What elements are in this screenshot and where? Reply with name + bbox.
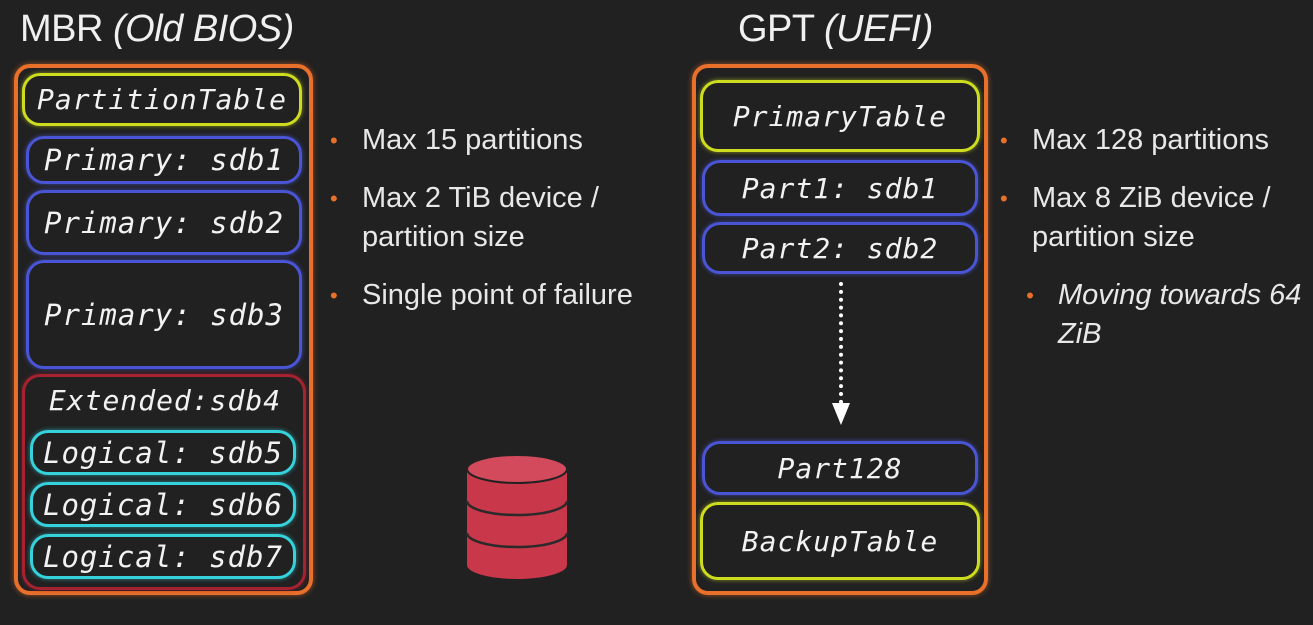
mbr-primary-partition-1: Primary: sdb1 — [26, 136, 302, 184]
gpt-title-sub: (UEFI) — [824, 8, 933, 50]
mbr-extended-partition — [22, 374, 306, 590]
mbr-bullet-list: • Max 15 partitions • Max 2 TiB device / p… — [330, 121, 650, 334]
gpt-disk-outline — [692, 64, 988, 595]
mbr-logical-partition-6: Logical: sdb6 — [30, 482, 296, 527]
gpt-bullet-list: • Max 128 partitions • Max 8 ZiB device / … — [1000, 121, 1308, 373]
bullet-icon: • — [330, 186, 338, 211]
gpt-bullet-text: Max 128 partitions — [1032, 124, 1269, 156]
bullet-icon: • — [1000, 128, 1008, 153]
mbr-disk-outline — [14, 64, 313, 595]
mbr-title-sub: (Old BIOS) — [113, 8, 294, 50]
gpt-partition-128: Part128 — [702, 441, 978, 495]
mbr-bullet-item: • Max 2 TiB device / partition size — [330, 179, 650, 257]
arrow-head-icon — [832, 403, 850, 425]
mbr-bullet-item: • Single point of failure — [330, 276, 650, 315]
mbr-primary-partition-2: Primary: sdb2 — [26, 190, 302, 255]
mbr-bullet-text: Max 15 partitions — [362, 124, 583, 156]
gpt-primary-table: PrimaryTable — [700, 80, 980, 152]
gpt-backup-table: BackupTable — [700, 502, 980, 580]
database-icon — [465, 454, 569, 579]
gpt-bullet-item: • Max 128 partitions — [1000, 121, 1308, 160]
gpt-sub-bullet-item: • Moving towards 64 ZiB — [1026, 276, 1308, 354]
gpt-sub-bullet-text: Moving towards 64 ZiB — [1058, 279, 1302, 350]
mbr-bullet-item: • Max 15 partitions — [330, 121, 650, 160]
mbr-title: MBR (Old BIOS) — [20, 8, 294, 51]
bullet-icon: • — [1000, 186, 1008, 211]
gpt-bullet-item: • Max 8 ZiB device / partition size — [1000, 179, 1308, 257]
gpt-bullet-text: Max 8 ZiB device / partition size — [1032, 182, 1271, 253]
mbr-title-main: MBR — [20, 8, 113, 50]
gpt-title: GPT (UEFI) — [738, 8, 933, 51]
gpt-partition-2: Part2: sdb2 — [702, 222, 978, 274]
mbr-logical-partition-7: Logical: sdb7 — [30, 534, 296, 579]
bullet-icon: • — [330, 128, 338, 153]
mbr-partition-table: PartitionTable — [22, 73, 302, 126]
mbr-bullet-text: Single point of failure — [362, 279, 633, 311]
dotted-down-arrow-icon — [839, 282, 843, 404]
bullet-icon: • — [1026, 283, 1034, 308]
mbr-bullet-text: Max 2 TiB device / partition size — [362, 182, 599, 253]
gpt-partition-1: Part1: sdb1 — [702, 160, 978, 216]
mbr-logical-partition-5: Logical: sdb5 — [30, 430, 296, 475]
bullet-icon: • — [330, 283, 338, 308]
mbr-extended-label: Extended:sdb4 — [48, 383, 282, 417]
gpt-title-main: GPT — [738, 8, 824, 50]
mbr-primary-partition-3: Primary: sdb3 — [26, 260, 302, 369]
